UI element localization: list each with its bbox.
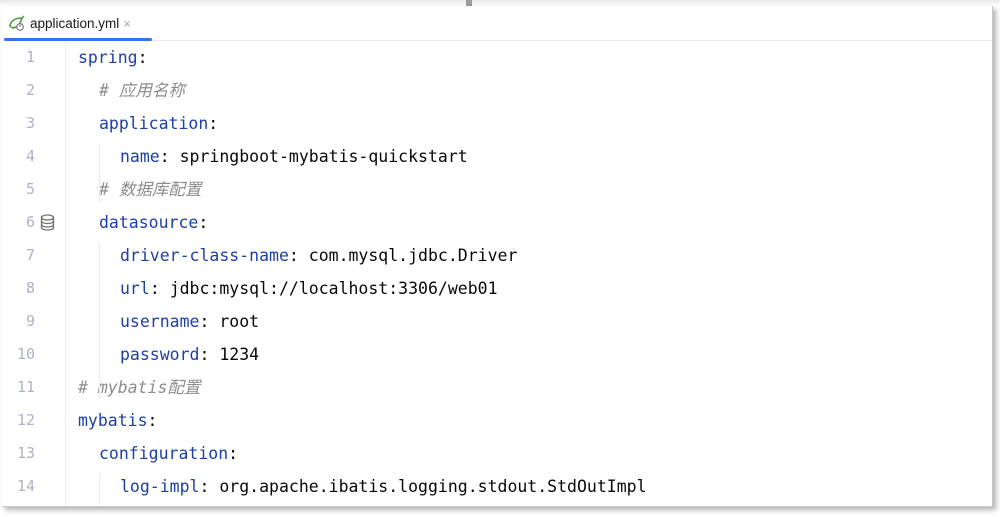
yaml-separator: : <box>137 48 148 67</box>
line-number: 2 <box>25 81 35 99</box>
database-icon[interactable] <box>40 214 55 231</box>
window-edge-marker <box>466 0 472 6</box>
spring-yaml-icon <box>9 15 25 31</box>
yaml-key: driver-class-name <box>120 246 289 265</box>
code-line[interactable]: 7 driver-class-name: com.mysql.jdbc.Drive… <box>2 239 992 272</box>
tab-bar: application.yml × <box>2 6 992 41</box>
yaml-separator: : <box>159 147 180 166</box>
yaml-key: log-impl <box>120 477 200 496</box>
code-line[interactable]: 8 url: jdbc:mysql://localhost:3306/web01 <box>2 272 992 305</box>
line-number: 7 <box>25 246 35 264</box>
yaml-entry: application: <box>99 107 218 140</box>
line-number: 4 <box>25 147 35 165</box>
yaml-entry: datasource: <box>99 206 208 239</box>
code-line[interactable]: 6 datasource: <box>2 206 992 239</box>
yaml-key: password <box>120 345 200 364</box>
code-line[interactable]: 1 spring: <box>2 41 992 74</box>
active-tab-indicator <box>4 38 152 41</box>
yaml-entry: log-impl: org.apache.ibatis.logging.stdo… <box>120 470 647 503</box>
code-line[interactable]: 9 username: root <box>2 305 992 338</box>
code-editor[interactable]: 1 spring: 2 # 应用名称 3 application: 4 name: sprin… <box>2 41 992 506</box>
yaml-value: 1234 <box>219 345 260 364</box>
yaml-entry: password: 1234 <box>120 338 259 371</box>
line-number: 8 <box>25 279 35 297</box>
line-number: 1 <box>25 48 35 66</box>
line-number: 14 <box>16 477 35 495</box>
yaml-key: datasource <box>99 213 199 232</box>
yaml-key: application <box>99 114 209 133</box>
yaml-value: springboot-mybatis-quickstart <box>179 147 468 166</box>
code-line[interactable]: 5 # 数据库配置 <box>2 173 992 206</box>
yaml-entry: name: springboot-mybatis-quickstart <box>120 140 468 173</box>
yaml-entry: url: jdbc:mysql://localhost:3306/web01 <box>120 272 498 305</box>
comment-text: # 应用名称 <box>99 81 185 100</box>
yaml-value: root <box>219 312 260 331</box>
code-line[interactable]: 13 configuration: <box>2 437 992 470</box>
line-number: 6 <box>25 213 35 231</box>
line-number: 5 <box>25 180 35 198</box>
yaml-key: username <box>120 312 200 331</box>
yaml-separator: : <box>288 246 309 265</box>
yaml-separator: : <box>149 279 170 298</box>
yaml-separator: : <box>199 345 220 364</box>
tab-application-yml[interactable]: application.yml × <box>3 6 152 41</box>
yaml-entry: driver-class-name: com.mysql.jdbc.Driver <box>120 239 517 272</box>
yaml-value: org.apache.ibatis.logging.stdout.StdOutI… <box>219 477 647 496</box>
indent-guide <box>99 144 100 202</box>
tab-label: application.yml <box>30 15 120 31</box>
yaml-key: url <box>120 279 150 298</box>
yaml-separator: : <box>147 411 158 430</box>
yaml-comment: # 数据库配置 <box>99 173 201 206</box>
desktop-backdrop <box>0 0 1000 6</box>
yaml-comment: # 应用名称 <box>99 74 185 107</box>
code-line[interactable]: 14 log-impl: org.apache.ibatis.logging.st… <box>2 470 992 503</box>
close-tab-icon[interactable]: × <box>123 15 131 31</box>
code-line[interactable]: 4 name: springboot-mybatis-quickstart <box>2 140 992 173</box>
line-number: 10 <box>16 345 35 363</box>
code-line[interactable]: 3 application: <box>2 107 992 140</box>
comment-text: # mybatis配置 <box>78 378 201 397</box>
code-line[interactable]: 12 mybatis: <box>2 404 992 437</box>
line-number: 12 <box>16 411 35 429</box>
code-line[interactable]: 2 # 应用名称 <box>2 74 992 107</box>
indent-guide <box>99 474 100 506</box>
yaml-entry: username: root <box>120 305 259 338</box>
yaml-key: mybatis <box>78 411 148 430</box>
yaml-key: spring <box>78 48 138 67</box>
yaml-value: jdbc:mysql://localhost:3306/web01 <box>169 279 498 298</box>
yaml-key: name <box>120 147 160 166</box>
yaml-comment: # mybatis配置 <box>78 371 200 404</box>
yaml-separator: : <box>198 213 209 232</box>
yaml-entry: mybatis: <box>78 404 157 437</box>
line-number: 3 <box>25 114 35 132</box>
line-number: 9 <box>25 312 35 330</box>
yaml-separator: : <box>228 444 239 463</box>
yaml-value: com.mysql.jdbc.Driver <box>308 246 518 265</box>
yaml-separator: : <box>199 477 220 496</box>
line-number: 13 <box>16 444 35 462</box>
yaml-entry: configuration: <box>99 437 238 470</box>
line-number: 11 <box>16 378 35 396</box>
code-line[interactable]: 10 password: 1234 <box>2 338 992 371</box>
yaml-entry: spring: <box>78 41 148 74</box>
yaml-key: configuration <box>99 444 229 463</box>
code-line[interactable]: 11 # mybatis配置 <box>2 371 992 404</box>
indent-guide <box>99 243 100 400</box>
yaml-separator: : <box>199 312 220 331</box>
editor-window: application.yml × 1 spring: 2 # 应用名称 3 applic… <box>2 6 993 507</box>
comment-text: # 数据库配置 <box>99 180 202 199</box>
line-number-gutter <box>2 41 66 506</box>
yaml-separator: : <box>208 114 219 133</box>
